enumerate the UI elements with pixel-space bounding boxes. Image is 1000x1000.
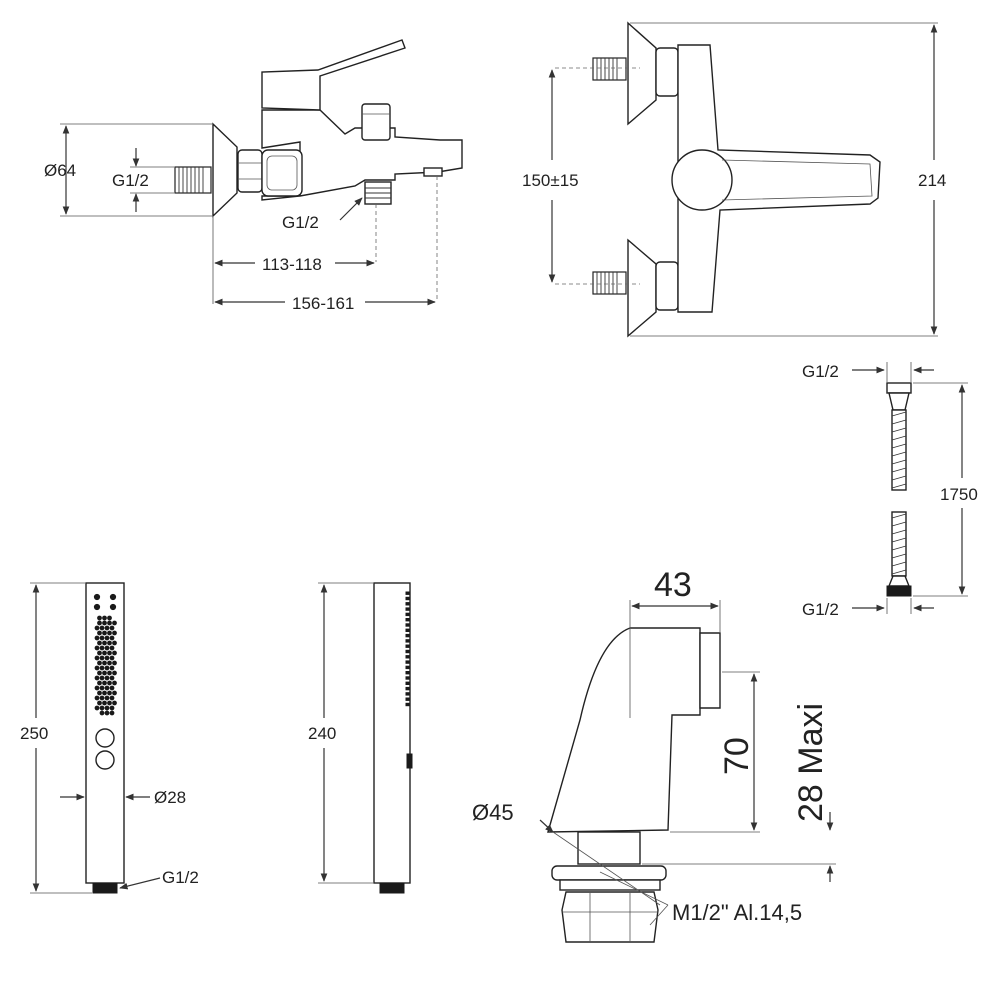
spout-detail: 43 70 28 Maxi Ø45 M1/2" Al.14,5: [472, 566, 836, 943]
upper-inlet-thread: [592, 57, 627, 81]
front-width-label: 214: [918, 171, 946, 190]
spout-thread-label: M1/2" Al.14,5: [672, 900, 802, 925]
depth-outlet-label: 113-118: [262, 255, 322, 274]
shower-button-top: [95, 728, 115, 748]
mixer-side-view: Ø64 G1/2 G1/2 113-118 156-161: [44, 39, 463, 313]
hose-length-label: 1750: [940, 485, 978, 504]
diameter-label-side: Ø64: [44, 161, 76, 180]
hand-shower-diameter-label: Ø28: [154, 788, 186, 807]
spout-width-label: 43: [654, 566, 692, 604]
top-nozzles: [93, 593, 117, 611]
inlet-thread-side: [174, 166, 212, 194]
hand-shower-length-label: 250: [20, 724, 48, 743]
hand-shower-front: 250 Ø28 G1/2: [20, 582, 199, 894]
hand-shower-side: 240: [308, 582, 413, 894]
hose-bottom-thread-label: G1/2: [802, 600, 839, 619]
spray-nozzles: [94, 615, 117, 716]
shower-button-bottom: [95, 750, 115, 770]
inlet-thread-label-side: G1/2: [112, 171, 149, 190]
spout-height-label: 70: [718, 737, 756, 775]
mixer-front-view: 150±15 214: [522, 21, 946, 338]
outlet-thread-label-side: G1/2: [282, 213, 319, 232]
inlet-spacing-label: 150±15: [522, 171, 579, 190]
shower-hose: G1/2 1750 G1/2: [802, 362, 978, 619]
side-nozzles: [405, 591, 410, 707]
depth-total-label: 156-161: [292, 294, 354, 313]
spout-diameter-label: Ø45: [472, 800, 514, 825]
hand-shower-thread-label: G1/2: [162, 868, 199, 887]
hose-top-thread-label: G1/2: [802, 362, 839, 381]
spout-max-thickness-label: 28 Maxi: [792, 703, 830, 822]
hand-shower-side-length-label: 240: [308, 724, 336, 743]
lower-inlet-thread: [592, 271, 627, 295]
